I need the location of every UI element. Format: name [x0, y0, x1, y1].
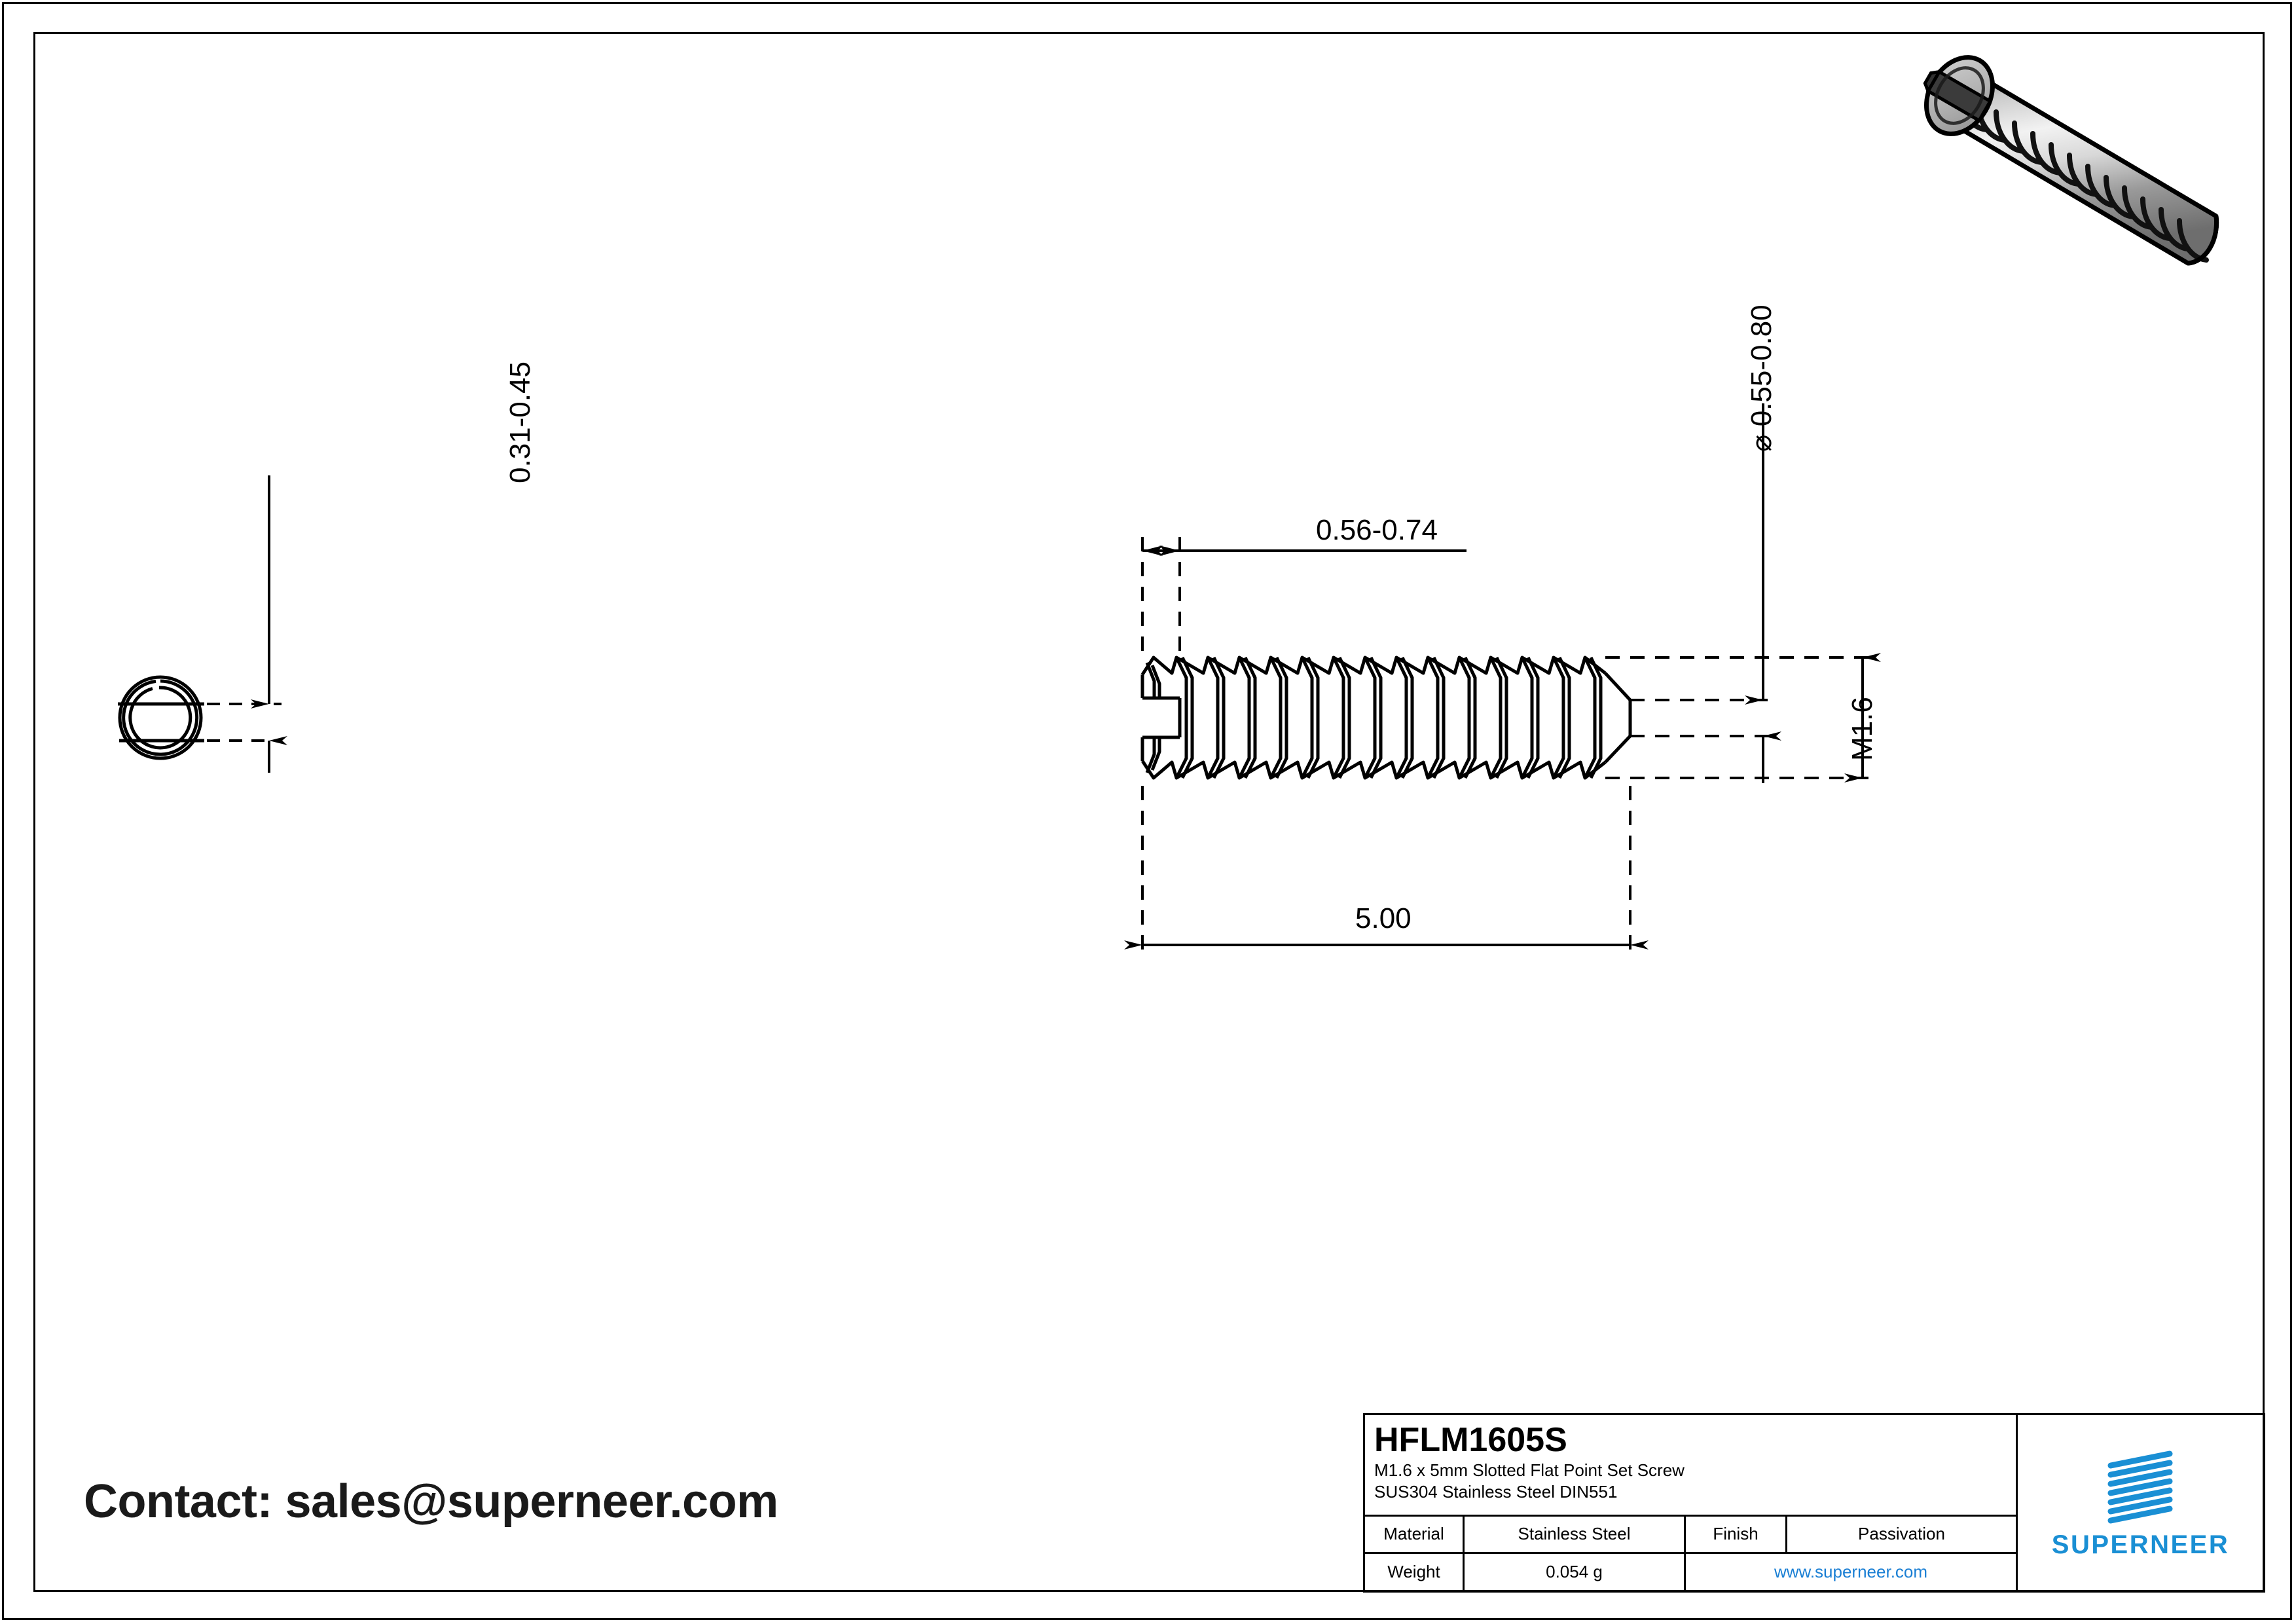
set-screw-3d-icon [1923, 55, 2219, 266]
slanted-bars-icon [2107, 1450, 2172, 1523]
weight-url-row: Weight 0.054 g www.superneer.com [1365, 1553, 2016, 1591]
title-block-main: HFLM1605S M1.6 x 5mm Slotted Flat Point … [1363, 1413, 2018, 1593]
dimension-point-diameter: ⌀ 0.55-0.80 [1745, 304, 1777, 452]
contact-text: Contact: sales@superneer.com [84, 1475, 778, 1528]
dimension-thread-size: M1.6 [1846, 697, 1878, 761]
finish-label: Finish [1686, 1517, 1787, 1552]
finish-value: Passivation [1858, 1524, 1945, 1544]
material-label: Material [1365, 1517, 1465, 1552]
material-value: Stainless Steel [1465, 1517, 1686, 1552]
brand-logo: SUPERNEER [2018, 1413, 2265, 1593]
dimension-slot-depth: 0.31-0.45 [504, 361, 536, 483]
website-url-link[interactable]: www.superneer.com [1774, 1562, 1928, 1582]
description-line-2: SUS304 Stainless Steel DIN551 [1374, 1482, 1618, 1502]
weight-label: Weight [1365, 1553, 1465, 1591]
dimension-slot-width: 0.56-0.74 [1316, 514, 1438, 546]
brand-wordmark: SUPERNEER [2051, 1530, 2230, 1559]
title-block: HFLM1605S M1.6 x 5mm Slotted Flat Point … [1363, 1413, 2265, 1593]
part-number: HFLM1605S [1374, 1421, 1567, 1459]
dimension-length: 5.00 [1355, 902, 1412, 934]
drawing-frame [33, 32, 2265, 1592]
weight-value: 0.054 g [1465, 1553, 1686, 1591]
description-line-1: M1.6 x 5mm Slotted Flat Point Set Screw [1374, 1460, 1685, 1480]
material-finish-row: Material Stainless Steel Finish Passivat… [1365, 1517, 2016, 1554]
title-block-description: HFLM1605S M1.6 x 5mm Slotted Flat Point … [1365, 1415, 2016, 1517]
